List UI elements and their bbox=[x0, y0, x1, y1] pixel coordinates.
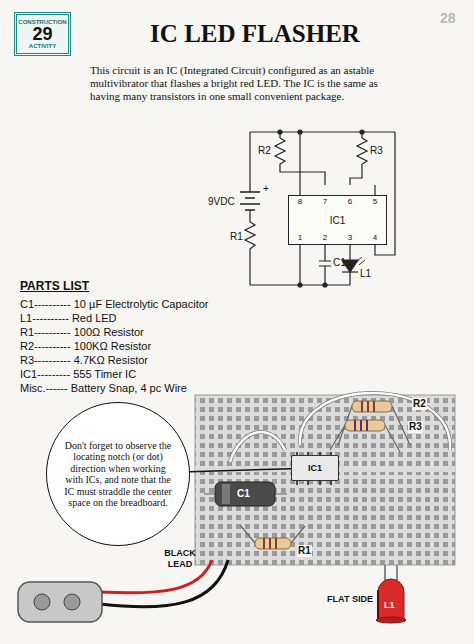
battery-snap bbox=[18, 582, 102, 622]
label-text: This circuit is an IC (Integrated Circui… bbox=[90, 64, 408, 103]
label-text: FLAT SIDE bbox=[326, 594, 374, 605]
label-text: BLACK LEAD bbox=[158, 548, 202, 570]
capacitor-c1 bbox=[215, 482, 275, 506]
label-text: + bbox=[263, 183, 269, 195]
resistor-r3 bbox=[355, 420, 367, 431]
battery-snap bbox=[100, 560, 228, 607]
resistor-r2 bbox=[338, 401, 410, 445]
schematic-wiring bbox=[350, 132, 367, 185]
label-text: 4 bbox=[367, 233, 383, 242]
label-text: 8 bbox=[292, 197, 308, 206]
title-text: IC LED FLASHER bbox=[90, 20, 420, 49]
resistor-r1 bbox=[255, 538, 291, 549]
schematic-wiring bbox=[240, 130, 395, 287]
node-text: Don't forget to observe the locating not… bbox=[64, 440, 172, 509]
node-text: IC1 bbox=[308, 463, 322, 473]
jumper-wire bbox=[230, 432, 285, 462]
label-text: PARTS LIST bbox=[20, 280, 89, 294]
schematic-wiring bbox=[342, 271, 358, 272]
resistor-r1 bbox=[240, 525, 305, 549]
label-text: 5 bbox=[367, 197, 383, 206]
schematic-wiring bbox=[374, 185, 375, 195]
schematic-wiring bbox=[240, 192, 260, 210]
schematic-wiring bbox=[299, 132, 300, 195]
led-l1 bbox=[376, 617, 406, 623]
breadboard bbox=[195, 395, 455, 565]
label-text: R2 bbox=[258, 145, 271, 157]
label-text: Misc.------ Battery Snap, 4 pc Wire bbox=[20, 382, 187, 395]
label-text: C1 bbox=[237, 488, 250, 500]
label-text: IC1--------- 555 Timer IC bbox=[20, 368, 136, 381]
label-text: R2 bbox=[412, 398, 427, 410]
schematic-wiring bbox=[299, 245, 300, 285]
label-text: C1---------- 10 µF Electrolytic Capacito… bbox=[20, 298, 208, 311]
led-l1 bbox=[376, 565, 406, 623]
label-text: R3 bbox=[408, 421, 423, 433]
schematic-wiring bbox=[250, 131, 395, 132]
label-text: R2---------- 100KΩ Resistor bbox=[20, 340, 151, 353]
node-text: IC1 bbox=[330, 215, 346, 226]
label-text: R1---------- 100Ω Resistor bbox=[20, 326, 144, 339]
callout-pointer bbox=[190, 469, 291, 472]
label-text: 1 bbox=[292, 233, 308, 242]
activity-badge: CONSTRUCTION29ACTIVITY bbox=[14, 12, 71, 56]
schematic-wiring bbox=[245, 210, 255, 285]
led-l1 bbox=[378, 579, 404, 620]
led-l1 bbox=[377, 590, 379, 620]
battery-snap bbox=[64, 594, 80, 610]
schematic-wiring bbox=[278, 130, 282, 134]
label-text: 6 bbox=[342, 197, 358, 206]
label-text: L1 bbox=[384, 600, 395, 610]
label-text: L1 bbox=[360, 268, 371, 280]
resistor-r2 bbox=[362, 401, 374, 412]
breadboard bbox=[195, 395, 455, 565]
schematic-wiring bbox=[249, 132, 250, 192]
schematic-wiring bbox=[298, 130, 302, 134]
node-text: 29 bbox=[32, 25, 52, 43]
resistor-r3 bbox=[345, 420, 385, 431]
schematic-wiring bbox=[323, 283, 327, 287]
breadboard bbox=[195, 395, 455, 565]
label-text: R3 bbox=[370, 145, 383, 157]
battery-snap bbox=[18, 560, 228, 622]
node-text: ACTIVITY bbox=[29, 43, 56, 49]
resistor-r1 bbox=[264, 538, 276, 549]
label-text: 2 bbox=[317, 233, 333, 242]
capacitor-c1 bbox=[222, 484, 230, 504]
jumper-wire bbox=[230, 393, 450, 462]
ic-box: IC1 bbox=[288, 195, 387, 245]
schematic-wiring bbox=[360, 130, 364, 134]
jumper-wire bbox=[300, 393, 450, 450]
label-text: 28 bbox=[440, 10, 456, 26]
label-text: 9VDC bbox=[208, 196, 235, 208]
label-text: R1 bbox=[230, 231, 243, 243]
label-text: 7 bbox=[317, 197, 333, 206]
capacitor-c1 bbox=[204, 482, 287, 506]
schematic-wiring bbox=[298, 283, 302, 287]
jumper-wire bbox=[230, 432, 285, 462]
callout-circle: Don't forget to observe the locating not… bbox=[46, 402, 190, 546]
ic-chip: IC1 bbox=[291, 455, 339, 481]
jumper-wire bbox=[300, 393, 450, 450]
resistor-r3 bbox=[330, 420, 400, 452]
label-text: R3---------- 4.7KΩ Resistor bbox=[20, 354, 148, 367]
label-text: C1 bbox=[333, 257, 346, 269]
schematic-wiring bbox=[319, 245, 331, 285]
resistor-r2 bbox=[352, 401, 392, 412]
schematic-wiring bbox=[356, 257, 365, 265]
label-text: L1---------- Red LED bbox=[20, 312, 117, 325]
label-text: R1 bbox=[297, 545, 312, 557]
battery-snap bbox=[34, 594, 50, 610]
label-text: 3 bbox=[342, 233, 358, 242]
battery-snap bbox=[100, 560, 212, 593]
